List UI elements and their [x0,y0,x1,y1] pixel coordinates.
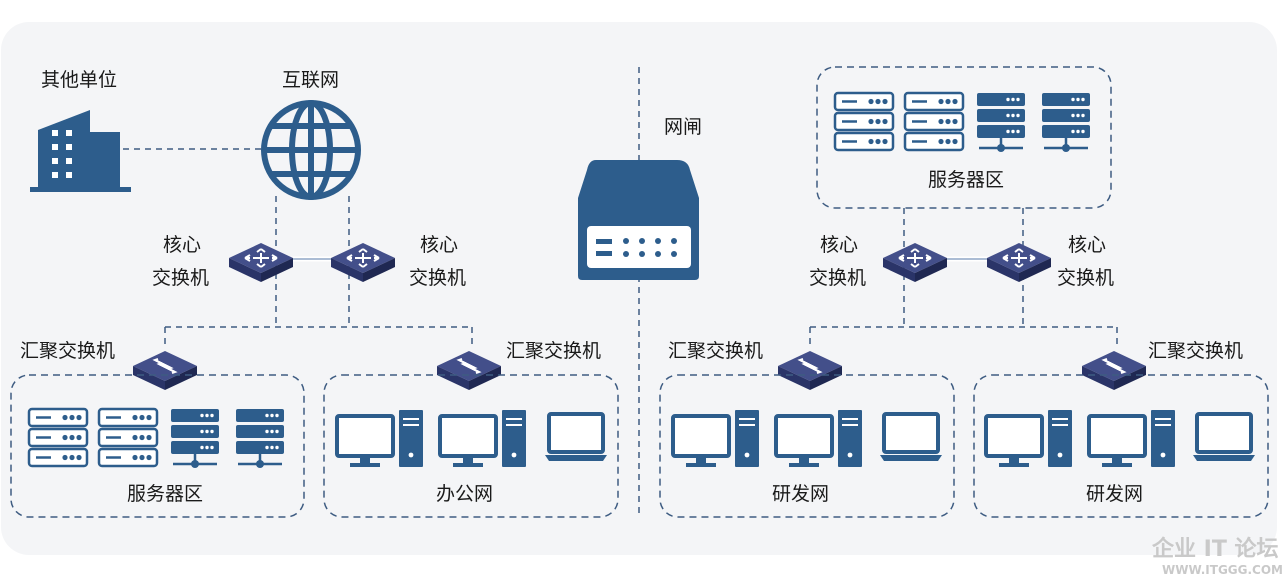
core-switch-label: 交换机 [152,267,209,289]
building-icon [30,110,131,192]
server-zone-label: 服务器区 [127,483,203,505]
watermark-url: WWW.ITGGG.COM [1162,563,1283,577]
core-switch-label: 核心 [1068,234,1106,256]
gateway-device-icon [578,160,699,280]
core-switch-label: 交换机 [409,267,466,289]
other-unit-label: 其他单位 [41,69,117,91]
laptop-icon [878,412,944,463]
server-zone-box [816,66,1112,209]
aggregation-switch-label: 汇聚交换机 [1148,340,1243,362]
core-switch-label: 交换机 [809,267,866,289]
core-switch-label: 交换机 [1057,267,1114,289]
server-zone-label: 服务器区 [928,169,1004,191]
rack-server-icon [833,91,895,152]
core-switch-label: 核心 [163,234,201,256]
rack-server-icon [97,407,159,468]
aggregation-switch-label: 汇聚交换机 [668,340,763,362]
rack-server-icon [903,91,965,152]
rd-network-label: 研发网 [772,483,829,505]
gateway-label: 网闸 [664,116,702,138]
globe-icon [261,100,361,200]
office-network-box [323,374,619,518]
rd-network-box [973,374,1269,518]
watermark-title: 企业 IT 论坛 [1151,536,1279,562]
internet-label: 互联网 [282,69,339,91]
rd-network-label: 研发网 [1086,483,1143,505]
aggregation-switch-label: 汇聚交换机 [20,340,115,362]
laptop-icon [543,412,609,463]
rack-server-icon [27,407,89,468]
aggregation-switch-label: 汇聚交换机 [506,340,601,362]
office-network-label: 办公网 [436,483,493,505]
rd-network-box [659,374,955,518]
server-zone-box [10,374,305,518]
laptop-icon [1191,412,1257,463]
core-switch-label: 核心 [420,234,458,256]
core-switch-label: 核心 [820,234,858,256]
